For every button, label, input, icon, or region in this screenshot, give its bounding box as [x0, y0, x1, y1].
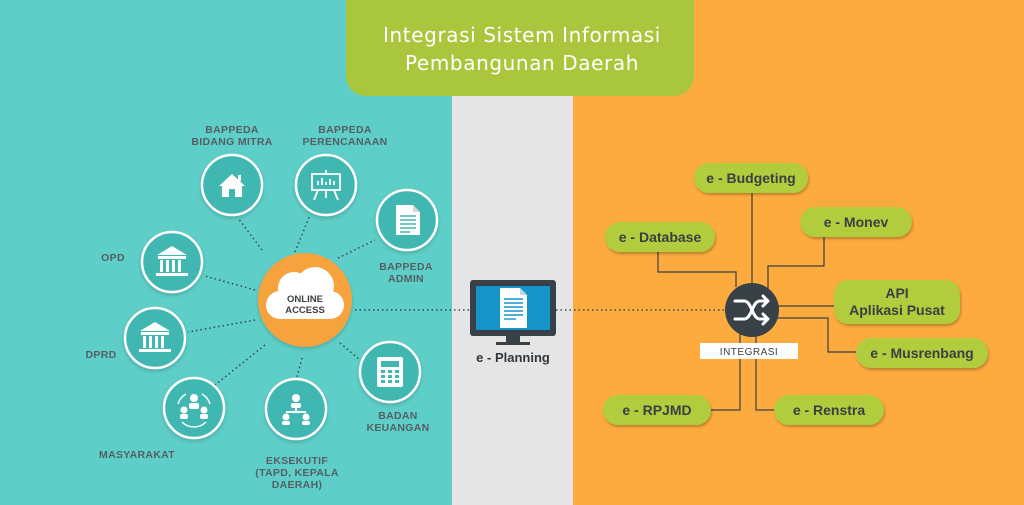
module-api-aplikasi-pusat[interactable]: API Aplikasi Pusat — [834, 280, 960, 324]
module-label: e - Musrenbang — [870, 345, 973, 361]
node-label: BAPPEDA — [379, 261, 433, 273]
government-building-icon — [156, 246, 188, 276]
cloud-icon — [266, 267, 344, 319]
node-label: DAERAH) — [272, 479, 323, 491]
node-label: EKSEKUTIF — [266, 455, 328, 467]
title-banner: Integrasi Sistem Informasi Pembangunan D… — [346, 0, 694, 96]
house-icon — [219, 174, 245, 197]
node-label: DPRD — [86, 349, 117, 361]
node-dprd[interactable]: DPRD — [86, 306, 187, 370]
node-badan-keuangan[interactable]: BADAN KEUANGAN — [358, 340, 430, 434]
module-label: e - Database — [619, 229, 702, 245]
node-label: MASYARAKAT — [99, 449, 175, 461]
integrasi-connectors — [657, 192, 858, 411]
node-label: BAPPEDA — [205, 124, 259, 136]
module-e-rpjmd[interactable]: e - RPJMD — [603, 395, 711, 425]
node-masyarakat[interactable]: MASYARAKAT — [99, 376, 226, 461]
monitor-document-icon — [470, 280, 556, 345]
module-e-budgeting[interactable]: e - Budgeting — [694, 163, 808, 193]
node-bappeda-bidang-mitra[interactable]: BAPPEDA BIDANG MITRA — [191, 124, 272, 217]
document-icon — [396, 205, 420, 235]
org-chart-icon — [282, 394, 310, 425]
module-label: API — [885, 285, 908, 301]
hub-connectors — [187, 214, 472, 386]
integrasi-label-box — [700, 343, 798, 359]
people-group-icon — [177, 393, 211, 428]
node-eksekutif[interactable]: EKSEKUTIF (TAPD, KEPALA DAERAH) — [255, 377, 339, 491]
node-label: (TAPD, KEPALA — [255, 467, 339, 479]
node-label: BIDANG MITRA — [191, 136, 272, 148]
e-planning-node[interactable]: e - Planning — [470, 280, 556, 365]
node-label: BAPPEDA — [318, 124, 372, 136]
node-bappeda-perencanaan[interactable]: BAPPEDA PERENCANAAN — [294, 124, 388, 217]
module-label: e - Budgeting — [706, 170, 795, 186]
hub-label-line-2: ACCESS — [285, 305, 325, 316]
module-label: e - Renstra — [793, 402, 866, 418]
title-line-2: Pembangunan Daerah — [405, 51, 639, 75]
online-access-hub[interactable]: ONLINE ACCESS — [258, 253, 352, 347]
node-label: BADAN — [378, 410, 417, 422]
hub-label-line-1: ONLINE — [287, 294, 323, 305]
module-label: e - Monev — [824, 214, 889, 230]
node-label: PERENCANAAN — [303, 136, 388, 148]
node-label: ADMIN — [388, 273, 424, 285]
module-e-monev[interactable]: e - Monev — [800, 207, 912, 237]
module-e-renstra[interactable]: e - Renstra — [774, 395, 884, 425]
shuffle-icon — [733, 294, 770, 326]
node-label: KEUANGAN — [366, 422, 429, 434]
calculator-icon — [377, 357, 403, 387]
integrasi-label: INTEGRASI — [720, 347, 778, 358]
parliament-building-icon — [139, 322, 171, 352]
title-line-1: Integrasi Sistem Informasi — [383, 23, 661, 47]
module-label: Aplikasi Pusat — [849, 302, 945, 318]
module-e-musrenbang[interactable]: e - Musrenbang — [856, 338, 988, 368]
integrasi-hub[interactable]: INTEGRASI — [700, 283, 798, 359]
node-label: OPD — [101, 252, 125, 264]
module-label: e - RPJMD — [622, 402, 691, 418]
node-opd[interactable]: OPD — [101, 230, 204, 294]
node-bappeda-admin[interactable]: BAPPEDA ADMIN — [375, 188, 439, 285]
presentation-board-icon — [311, 170, 341, 201]
module-e-database[interactable]: e - Database — [605, 222, 715, 252]
e-planning-label: e - Planning — [476, 350, 550, 365]
